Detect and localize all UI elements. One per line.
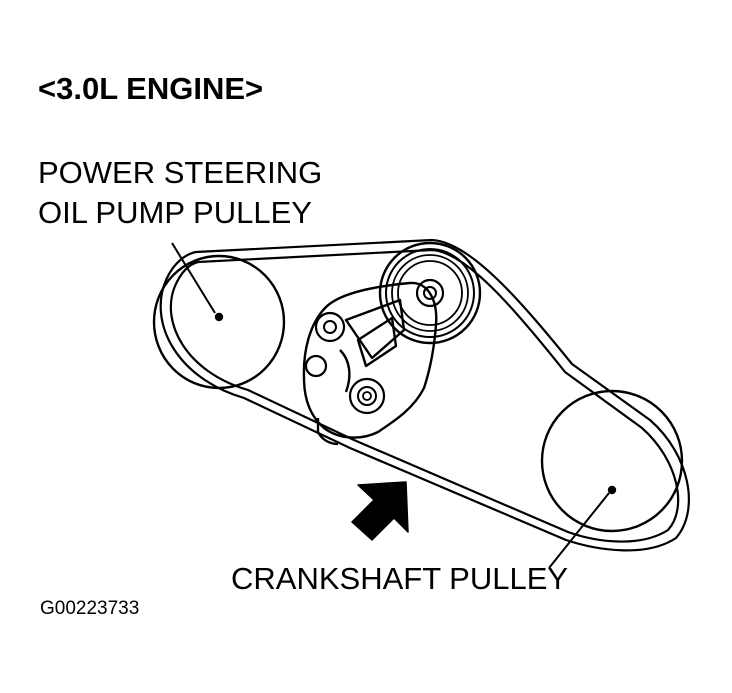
power-steering-leader bbox=[171, 242, 216, 314]
power-steering-label-line1: POWER STEERING bbox=[38, 155, 323, 190]
crankshaft-pulley bbox=[540, 389, 684, 533]
bracket-hole bbox=[304, 354, 328, 378]
power-steering-label-line2: OIL PUMP PULLEY bbox=[38, 195, 312, 230]
tensioner-bracket bbox=[302, 281, 438, 446]
figure-id: G00223733 bbox=[40, 598, 140, 619]
belt-arrow-icon bbox=[351, 481, 409, 541]
tensioner-pulley bbox=[378, 241, 482, 345]
power-steering-pulley bbox=[152, 254, 286, 390]
bracket-bolt-upper bbox=[314, 311, 346, 343]
diagram-title: <3.0L ENGINE> bbox=[38, 71, 264, 106]
drive-belt bbox=[159, 238, 690, 552]
crankshaft-label: CRANKSHAFT PULLEY bbox=[231, 561, 569, 596]
crankshaft-leader bbox=[548, 492, 610, 569]
bracket-bolt-lower bbox=[348, 377, 386, 415]
